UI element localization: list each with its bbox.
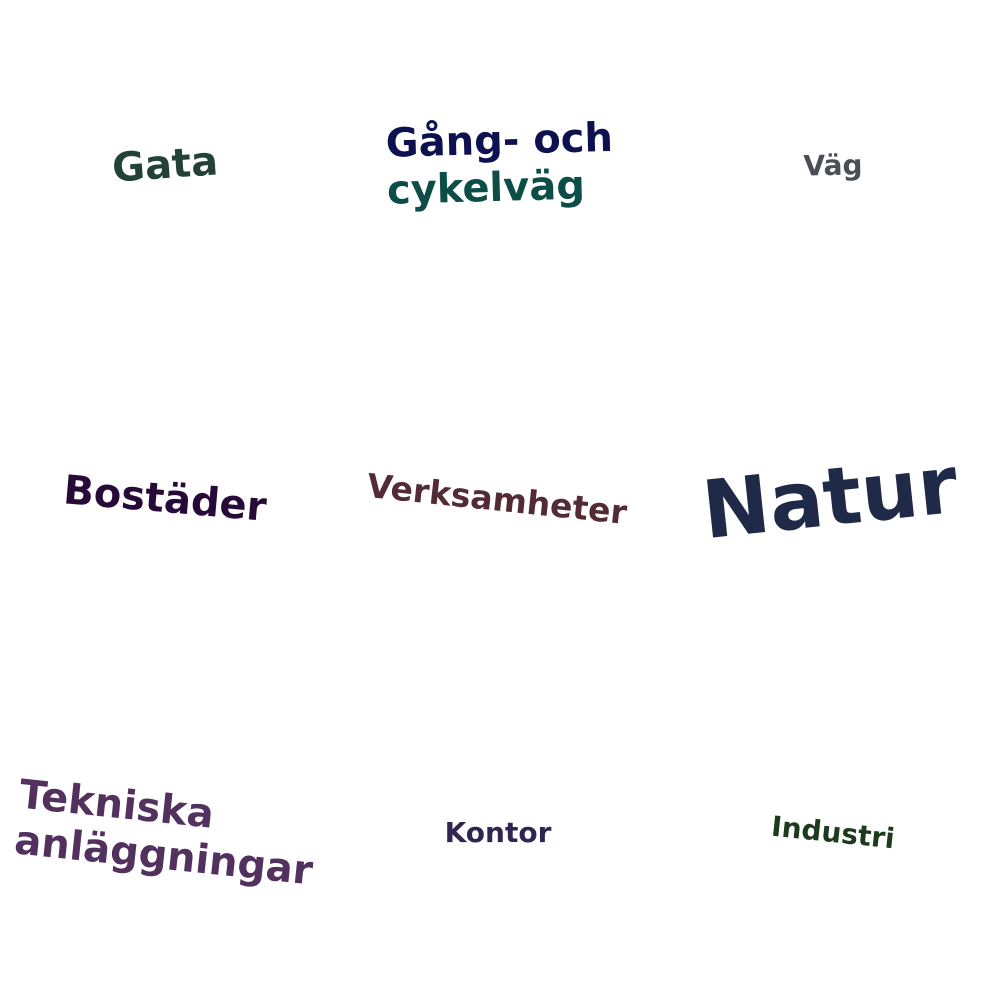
word-gang-och-cykelvag-line-1: Gång- och <box>385 114 614 167</box>
word-tekniska-anlaggningar: Tekniska anläggningar <box>12 772 319 895</box>
word-bostader: Bostäder <box>61 467 269 531</box>
word-industri: Industri <box>769 809 897 856</box>
word-natur: Natur <box>697 437 962 558</box>
word-gang-och-cykelvag-line-2: cykelväg <box>386 162 586 214</box>
word-verksamheter: Verksamheter <box>365 465 629 533</box>
word-gang-och-cykelvag: Gång- och cykelväg <box>385 115 615 215</box>
word-gata: Gata <box>110 138 220 192</box>
word-kontor: Kontor <box>444 816 552 849</box>
word-vag: Väg <box>803 148 863 183</box>
